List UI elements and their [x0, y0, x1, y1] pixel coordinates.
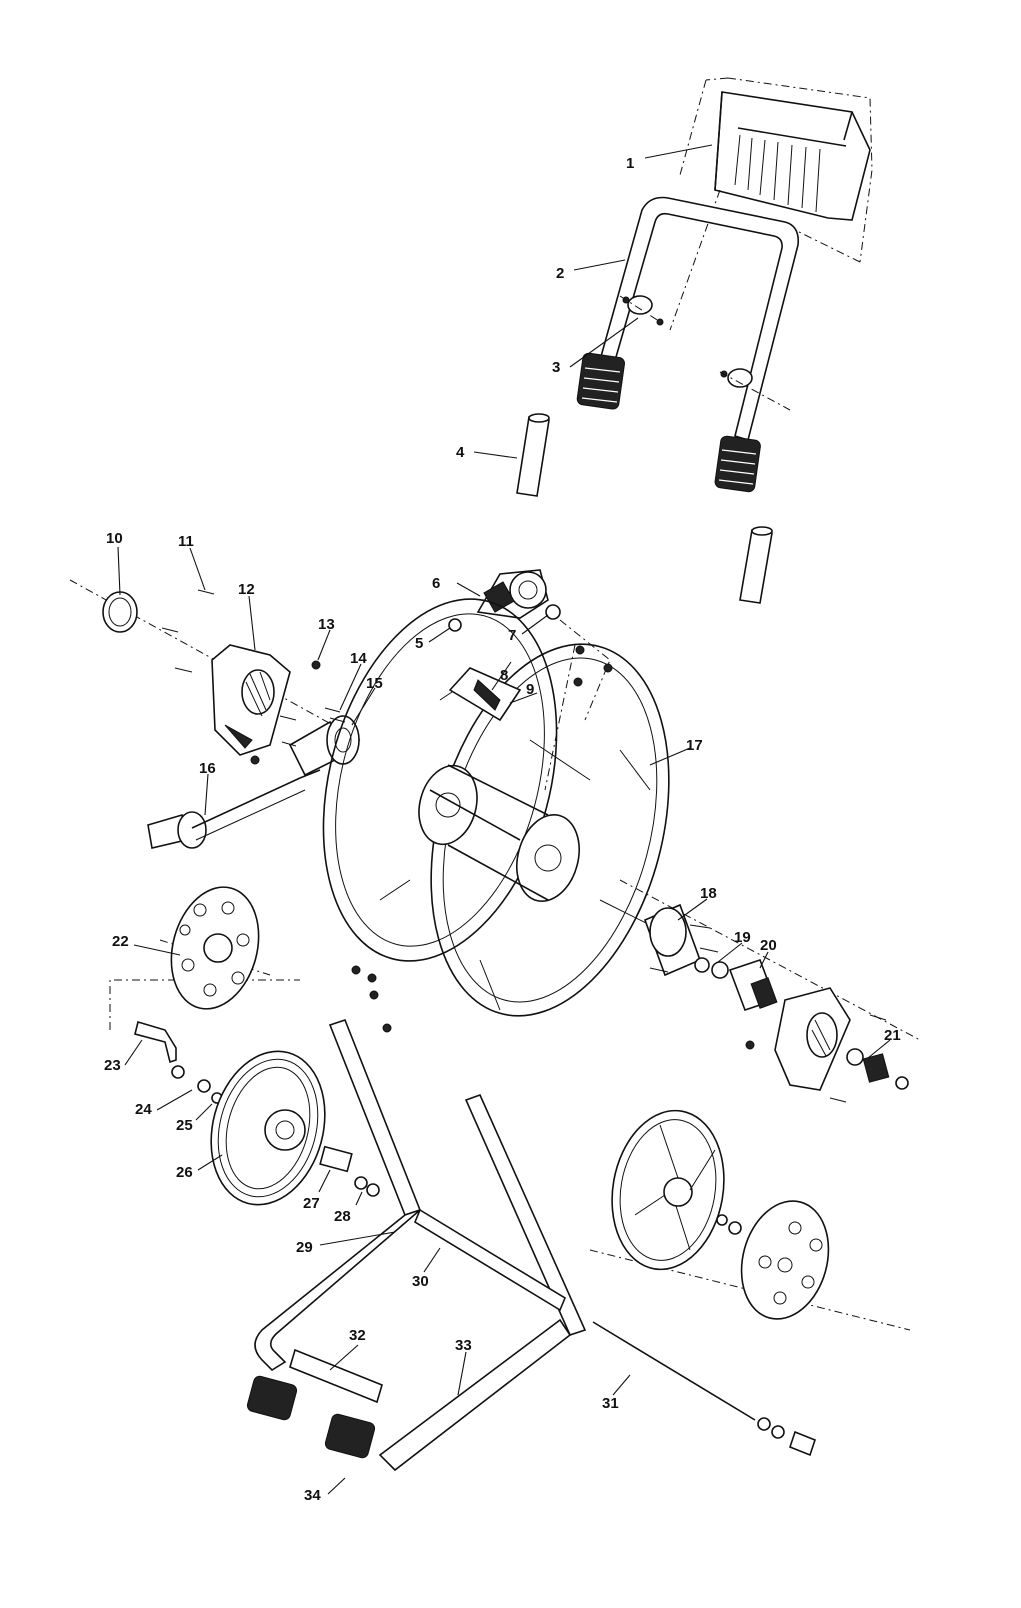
label-part-9: 9	[526, 681, 534, 698]
label-part-28: 28	[334, 1208, 351, 1225]
label-part-21: 21	[884, 1027, 901, 1044]
label-part-27: 27	[303, 1195, 320, 1212]
label-part-7: 7	[508, 627, 516, 644]
label-part-8: 8	[500, 667, 508, 684]
label-part-29: 29	[296, 1239, 313, 1256]
upper-handle	[576, 196, 800, 493]
label-part-12: 12	[238, 581, 255, 598]
reel-drum	[322, 598, 670, 1033]
label-part-20: 20	[760, 937, 777, 954]
connector-tubes	[516, 413, 773, 604]
left-hub-cover	[170, 886, 260, 1010]
label-part-11: 11	[178, 533, 194, 550]
label-part-5: 5	[415, 635, 423, 652]
leader-lines	[117, 144, 891, 1495]
label-part-3: 3	[552, 359, 560, 376]
label-part-19: 19	[734, 929, 751, 946]
left-wheel-assembly	[134, 1020, 380, 1206]
label-part-1: 1	[626, 155, 634, 172]
label-part-16: 16	[199, 760, 216, 777]
base-frame	[246, 1019, 816, 1472]
label-part-30: 30	[412, 1273, 429, 1290]
label-part-10: 10	[106, 530, 123, 547]
right-wheel-assembly	[611, 1109, 830, 1320]
right-bracket	[643, 903, 909, 1103]
label-part-25: 25	[176, 1117, 193, 1134]
label-part-26: 26	[176, 1164, 193, 1181]
label-part-22: 22	[112, 933, 129, 950]
label-part-18: 18	[700, 885, 717, 902]
label-part-31: 31	[602, 1395, 619, 1412]
hub-and-crank	[147, 707, 360, 849]
label-part-24: 24	[135, 1101, 152, 1118]
label-part-15: 15	[366, 675, 383, 692]
label-part-33: 33	[455, 1337, 472, 1354]
label-part-34: 34	[304, 1487, 321, 1504]
label-part-14: 14	[350, 650, 367, 667]
part-labels: 1 2 3 4 5 6 7 8 9 10 11 12 13 14 15 16 1…	[104, 155, 901, 1504]
label-part-4: 4	[456, 444, 465, 461]
label-part-6: 6	[432, 575, 440, 592]
label-part-13: 13	[318, 616, 335, 633]
label-part-17: 17	[686, 737, 703, 754]
clip-parts	[619, 295, 791, 411]
left-bracket	[102, 589, 321, 756]
label-part-32: 32	[349, 1327, 366, 1344]
label-part-23: 23	[104, 1057, 121, 1074]
hose-connector	[448, 569, 561, 632]
label-part-2: 2	[556, 265, 564, 282]
basket	[669, 77, 873, 331]
